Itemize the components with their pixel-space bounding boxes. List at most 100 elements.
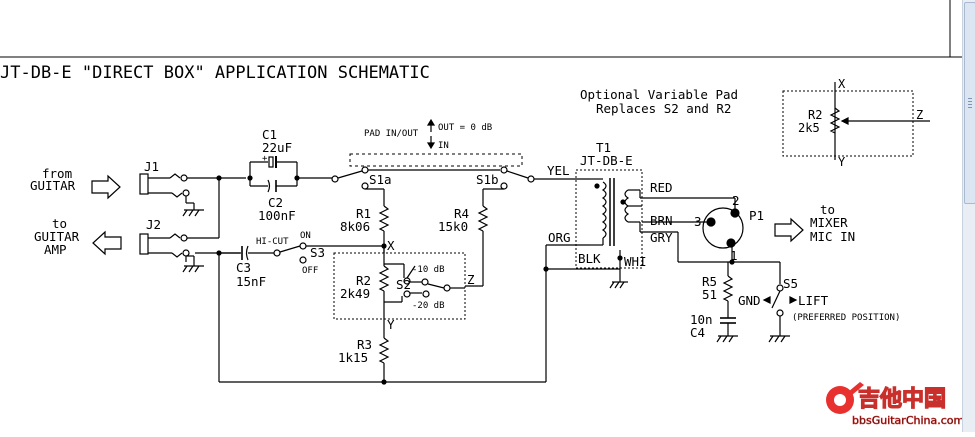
node-x: X: [387, 238, 395, 253]
pot-node-z: Z: [916, 108, 923, 122]
svg-text:+: +: [262, 154, 268, 164]
wire-yel-label: YEL: [547, 163, 570, 178]
amp-label-guitar: GUITAR: [34, 229, 80, 244]
s5-label: S5: [783, 276, 798, 291]
capacitor-c1-c2: C1 22uF + C2 100nF: [247, 127, 332, 223]
r3-label: R3: [357, 337, 372, 352]
wire-blk-label: BLK: [578, 251, 601, 266]
c4-value: 10n: [690, 312, 713, 327]
c1-label: C1: [262, 127, 277, 142]
amp-label-amp: AMP: [44, 242, 67, 257]
output-arrow-icon: [92, 230, 122, 256]
switch-s5: S5 GND LIFT (PREFERRED POSITION): [738, 262, 900, 343]
s3-off-label: OFF: [302, 266, 318, 276]
j2-label: J2: [146, 217, 161, 232]
hi-cut-label: HI-CUT: [256, 237, 289, 247]
vertical-scrollbar[interactable]: [962, 0, 975, 432]
input-arrow-icon: [91, 174, 121, 200]
source-label-from: from: [42, 166, 72, 181]
switch-s3: HI-CUT ON OFF S3: [256, 231, 384, 276]
gnd-label: GND: [738, 293, 761, 308]
wire-org-label: ORG: [548, 230, 571, 245]
scrollbar-grip-icon: [968, 98, 972, 108]
mixer-arrow-icon: [774, 217, 804, 243]
pin1-label: 1: [730, 248, 738, 263]
lift-label: LIFT: [798, 293, 829, 308]
switch-s1b: S1b YEL: [476, 163, 590, 206]
resistor-r3: R3 1k15: [338, 320, 390, 385]
resistor-r1: R1 8k06: [340, 205, 390, 253]
mixer-label-mixer: MIXER: [810, 215, 848, 230]
t1-part: JT-DB-E: [580, 153, 633, 168]
s1-ganged-link: [349, 153, 523, 167]
pin3-label: 3: [694, 214, 702, 229]
pot-r2-label: R2: [808, 108, 822, 122]
s3-label: S3: [310, 245, 325, 260]
p1-label: P1: [749, 208, 764, 223]
s1b-label: S1b: [476, 172, 499, 187]
wire-brn-label: BRN: [650, 213, 673, 228]
preferred-position-label: (PREFERRED POSITION): [792, 313, 900, 323]
pot-node-x: X: [838, 77, 846, 91]
r1-value: 8k06: [340, 219, 370, 234]
output-wiring: RED BRN GRY: [639, 180, 780, 265]
wire-red-label: RED: [650, 180, 673, 195]
r1-label: R1: [356, 206, 371, 221]
optional-pad-note-line2: Replaces S2 and R2: [596, 101, 731, 116]
wire-whi-label: WHI: [624, 254, 647, 269]
r4-label: R4: [454, 206, 469, 221]
s2-upper-label: -10 dB: [412, 265, 445, 275]
watermark-url: bbsGuitarChina.com: [852, 414, 962, 427]
watermark-chinese: 吉他中国: [858, 386, 946, 412]
pad-in-label: IN: [438, 141, 449, 151]
pad-in-out-label: PAD IN/OUT: [364, 129, 419, 139]
c2-label: C2: [268, 195, 283, 210]
mixer-label-micin: MIC IN: [810, 229, 855, 244]
xlr-connector-p1: 2 3 1 P1: [694, 193, 764, 263]
s2-label: S2: [396, 277, 411, 292]
scrollbar-thumb[interactable]: [964, 2, 975, 204]
c1-value: 22uF: [262, 140, 292, 155]
pad-out-label: OUT = 0 dB: [438, 123, 492, 133]
c2-value: 100nF: [258, 208, 296, 223]
r3-value: 1k15: [338, 350, 368, 365]
site-watermark: 吉他中国 bbsGuitarChina.com: [826, 382, 965, 427]
c4-label: C4: [690, 325, 705, 340]
guitar-logo-icon: [826, 382, 864, 414]
mixer-label-to: to: [820, 202, 835, 217]
r5-label: R5: [702, 274, 717, 289]
jack-j2: J2: [139, 217, 219, 258]
source-label-guitar: GUITAR: [30, 178, 76, 193]
schematic-drawing: JT-DB-E "DIRECT BOX" APPLICATION SCHEMAT…: [0, 0, 965, 427]
optional-pad-note-line1: Optional Variable Pad: [580, 87, 738, 102]
r2-label: R2: [356, 273, 371, 288]
j1-label: J1: [144, 159, 159, 174]
pot-node-y: Y: [838, 155, 846, 169]
capacitor-c3: C3 15nF: [219, 245, 274, 289]
jack-ground: [182, 175, 241, 382]
t1-label: T1: [596, 140, 611, 155]
transformer-t1: T1 JT-DB-E BLK WHI: [575, 140, 647, 289]
c3-label: C3: [236, 260, 251, 275]
pad-network-box: X R2 2k49 S2 -10 dB -20 dB Z Y: [333, 238, 475, 332]
switch-s1a: S1a: [331, 166, 500, 206]
jack-j1: J1: [139, 159, 246, 203]
wire-gry-label: GRY: [650, 230, 673, 245]
node-y: Y: [387, 317, 395, 332]
s2-lower-label: -20 dB: [412, 301, 445, 311]
optional-pad-box: X Y Z R2 2k5: [782, 77, 930, 169]
c3-value: 15nF: [236, 274, 266, 289]
r4-value: 15k0: [438, 219, 468, 234]
ground-lift-network: R5 51 10n C4: [690, 262, 738, 343]
pot-r2-value: 2k5: [798, 121, 820, 135]
s3-on-label: ON: [300, 231, 311, 241]
r5-value: 51: [702, 287, 717, 302]
r2-value: 2k49: [340, 286, 370, 301]
node-z: Z: [467, 272, 475, 287]
s1a-label: S1a: [369, 172, 392, 187]
amp-label-to: to: [52, 216, 67, 231]
pin2-label: 2: [732, 193, 740, 208]
resistor-r4: R4 15k0: [438, 205, 489, 287]
schematic-title: JT-DB-E "DIRECT BOX" APPLICATION SCHEMAT…: [0, 63, 430, 83]
